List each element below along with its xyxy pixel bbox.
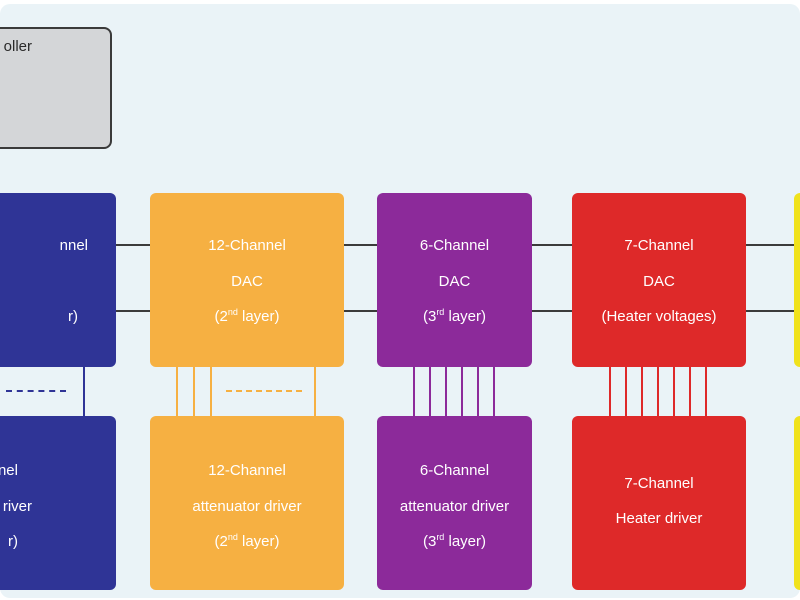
dac-block-layer1: nnel r) <box>0 193 116 367</box>
driver-layer3-title: 6-Channel <box>419 462 490 479</box>
dac-layer3-type: DAC <box>438 273 471 290</box>
bus-line-2-a <box>116 310 150 312</box>
bus-line-2-b <box>344 310 377 312</box>
dac-layer3-layer: (3rd layer) <box>422 307 487 326</box>
driver-layer2-title: 12-Channel <box>208 462 286 479</box>
dac-layer2-title: 12-Channel <box>208 237 286 254</box>
driver-heater-type: Heater driver <box>615 510 703 527</box>
driver-layer3-layer: (3rd layer) <box>422 532 487 551</box>
driver-block-yellow-partial <box>794 416 800 590</box>
bus-line-1-b <box>344 244 377 246</box>
dac-heater-purpose: (Heater voltages) <box>601 308 717 325</box>
driver-block-layer1: nel river r) <box>0 416 116 590</box>
controller-block: oller <box>0 27 112 149</box>
bus-line-2-d <box>746 310 794 312</box>
dac-heater-title: 7-Channel <box>624 237 694 254</box>
controller-label: oller <box>3 38 32 55</box>
dac-layer3-title: 6-Channel <box>419 237 490 254</box>
driver-layer1-line-3: r) <box>8 533 18 550</box>
dac-block-layer3: 6-Channel DAC (3rd layer) <box>377 193 532 367</box>
dac-layer1-line-3: r) <box>68 308 78 325</box>
dac-heater-type: DAC <box>643 273 675 290</box>
dac-block-yellow-partial <box>794 193 800 367</box>
driver-layer1-line-1: nel <box>0 462 18 479</box>
driver-block-heater: 7-Channel Heater driver <box>572 416 746 590</box>
bus-line-1-a <box>116 244 150 246</box>
driver-block-layer2: 12-Channel attenuator driver (2nd layer) <box>150 416 344 590</box>
driver-layer2-layer: (2nd layer) <box>214 532 280 551</box>
dac-block-layer2: 12-Channel DAC (2nd layer) <box>150 193 344 367</box>
driver-layer1-line-2: river <box>2 498 32 515</box>
driver-layer2-type: attenuator driver <box>192 498 302 515</box>
bus-line-1-d <box>746 244 794 246</box>
dac-layer1-line-1: nnel <box>59 237 88 254</box>
driver-block-layer3: 6-Channel attenuator driver (3rd layer) <box>377 416 532 590</box>
dac-block-heater: 7-Channel DAC (Heater voltages) <box>572 193 746 367</box>
bus-line-1-c <box>532 244 572 246</box>
dac-layer2-type: DAC <box>231 273 263 290</box>
driver-layer3-type: attenuator driver <box>399 498 510 515</box>
dac-layer2-layer: (2nd layer) <box>214 307 280 326</box>
driver-heater-title: 7-Channel <box>624 475 694 492</box>
bus-line-2-c <box>532 310 572 312</box>
